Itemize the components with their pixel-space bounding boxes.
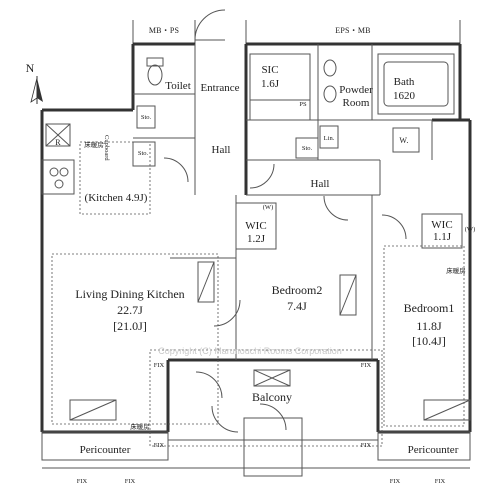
fix-mark-8: FIX xyxy=(434,478,446,485)
bath-label: Bath xyxy=(393,76,415,88)
toilet-label: Toilet xyxy=(165,80,191,92)
bedroom2-size: 7.4J xyxy=(287,299,307,313)
hall-label-2: Hall xyxy=(310,178,330,190)
sic-label: SIC xyxy=(261,64,279,76)
entrance-label: Entrance xyxy=(200,82,240,94)
floor-heating-mark-3: 床暖房 xyxy=(130,424,150,431)
bath-size: 1620 xyxy=(393,90,415,102)
fix-mark-2: FIX xyxy=(360,362,372,369)
balcony-label: Balcony xyxy=(252,390,292,404)
wic-right-washer-mark: (W) xyxy=(464,226,476,233)
linen-mark: Lin. xyxy=(323,135,335,142)
wic-left-size: 1.2J xyxy=(246,233,266,245)
watermark: Copyright (C) Marunouchi Rooms Corporati… xyxy=(158,346,342,356)
floor-heating-mark-1: 床暖房 xyxy=(84,142,104,149)
ldk-size-alt: [21.0J] xyxy=(113,319,147,333)
fix-mark-3: FIX xyxy=(153,442,165,449)
fix-mark-6: FIX xyxy=(124,478,136,485)
powder-room-label-line2: Room xyxy=(342,97,370,109)
fix-mark-4: FIX xyxy=(360,442,372,449)
refrigerator-mark: R xyxy=(55,138,61,147)
fix-mark-5: FIX xyxy=(76,478,88,485)
wic-left-label: WIC xyxy=(245,220,267,232)
eps-mb-label: EPS・MB xyxy=(335,26,371,35)
storage-mark-1: Sto. xyxy=(140,114,152,121)
wic-right-label: WIC xyxy=(431,219,453,231)
bedroom1-size: 11.8J xyxy=(416,319,442,333)
washer-mark: W. xyxy=(399,136,409,145)
ldk-label: Living Dining Kitchen xyxy=(75,287,185,301)
storage-mark-2: Sto. xyxy=(137,150,149,157)
bedroom1-label: Bedroom1 xyxy=(403,301,455,315)
compass-north-label: N xyxy=(25,61,35,75)
bedroom1-size-alt: [10.4J] xyxy=(412,334,446,348)
sic-size: 1.6J xyxy=(260,78,280,90)
fix-mark-1: FIX xyxy=(153,362,165,369)
wic-left-washer-mark: (W) xyxy=(262,204,274,211)
kitchen-label: (Kitchen 4.9J) xyxy=(84,192,148,204)
fix-mark-7: FIX xyxy=(389,478,401,485)
ps-mark: PS xyxy=(299,101,307,108)
storage-mark-3: Sto. xyxy=(301,145,313,152)
pericounter-right-label: Pericounter xyxy=(407,444,459,456)
compass-arrow-icon xyxy=(30,76,43,104)
wic-right-size: 1.1J xyxy=(432,231,452,243)
mb-ps-label: MB・PS xyxy=(148,26,180,35)
hall-label-1: Hall xyxy=(211,144,231,156)
bedroom2-label: Bedroom2 xyxy=(271,283,323,297)
ldk-size: 22.7J xyxy=(117,303,143,317)
powder-room-label-line1: Powder xyxy=(339,84,373,96)
floor-heating-mark-2: 床暖房 xyxy=(446,268,466,275)
pericounter-left-label: Pericounter xyxy=(79,444,131,456)
